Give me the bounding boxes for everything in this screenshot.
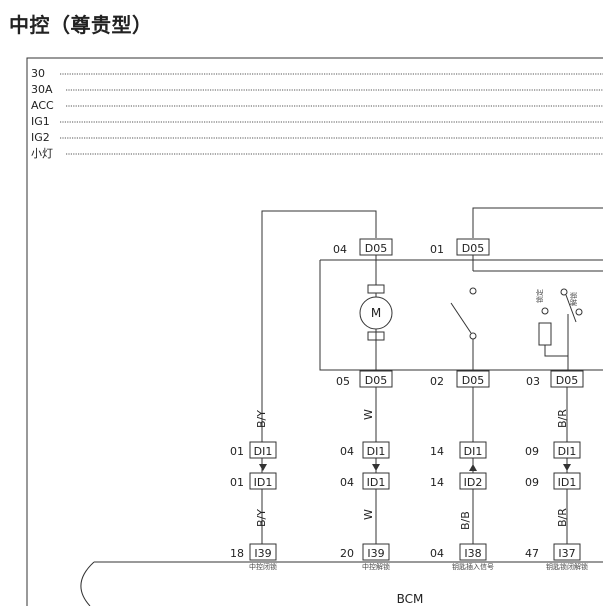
pin-number: 02 — [430, 375, 444, 388]
bcm-connector-c2: 20 I39 中控解锁 — [340, 543, 390, 571]
signal-label: 中控解锁 — [362, 562, 390, 571]
signal-label: 中控闭锁 — [249, 562, 277, 571]
bcm-connector-c1: 18 I39 中控闭锁 — [230, 543, 277, 571]
pin-number: 01 — [230, 445, 244, 458]
pin-number: 04 — [340, 476, 354, 489]
rail-label-30: 30 — [31, 67, 45, 80]
motor-symbol — [359, 255, 393, 371]
connector-id: I38 — [464, 547, 481, 560]
bcm-connector-c3: 04 I38 钥匙插入信号 — [430, 543, 494, 571]
pin-number: 20 — [340, 547, 354, 560]
inline-connector-c1: 01 DI1 01 ID1 — [230, 441, 277, 490]
top-connector-c2: 04 D05 — [333, 238, 393, 256]
inline-connector-c2: 04 DI1 04 ID1 — [340, 441, 390, 490]
wire-color-c1-lower: B/Y — [255, 509, 268, 527]
connector-id: D05 — [556, 374, 578, 387]
bottom-connector-c4: 03 D05 — [526, 370, 584, 388]
bottom-connector-c2: 05 D05 — [336, 370, 393, 388]
connector-id: I39 — [367, 547, 384, 560]
page-title: 中控（尊贵型） — [9, 13, 153, 37]
switch-label-unlock: 解锁 — [569, 292, 578, 306]
motor-label: M — [371, 306, 381, 320]
connector-id: D05 — [462, 242, 484, 255]
key-switch — [450, 255, 603, 371]
pin-number: 04 — [430, 547, 444, 560]
rail-label-ig2: IG2 — [31, 131, 50, 144]
connector-id: I39 — [254, 547, 271, 560]
connector-id: ID1 — [254, 476, 273, 489]
rail-label-ig1: IG1 — [31, 115, 50, 128]
bcm-label: BCM — [397, 592, 424, 606]
diagram-frame — [26, 57, 603, 606]
connector-id: I37 — [558, 547, 575, 560]
inline-connector-c4: 09 DI1 09 ID1 — [525, 441, 581, 490]
wire-color-c2-lower: W — [362, 509, 375, 520]
wire-color-c1-upper: B/Y — [255, 410, 268, 428]
rail-label-lamp: 小灯 — [31, 147, 53, 160]
pin-number: 03 — [526, 375, 540, 388]
pin-number: 01 — [230, 476, 244, 489]
pin-number: 01 — [430, 243, 444, 256]
connector-id: ID2 — [464, 476, 483, 489]
connector-id: D05 — [365, 374, 387, 387]
pin-number: 04 — [340, 445, 354, 458]
feed-wires — [261, 207, 603, 544]
connector-id: D05 — [365, 242, 387, 255]
power-rails: 30 30A ACC IG1 IG2 小灯 — [31, 67, 603, 160]
bottom-connector-c3: 02 D05 — [430, 370, 490, 388]
connector-id: DI1 — [367, 445, 386, 458]
rail-label-30a: 30A — [31, 83, 53, 96]
wire-color-c4-upper: B/R — [556, 409, 569, 428]
pin-number: 05 — [336, 375, 350, 388]
actuator-box — [319, 259, 603, 371]
pin-number: 47 — [525, 547, 539, 560]
pin-number: 09 — [525, 445, 539, 458]
pin-number: 14 — [430, 476, 444, 489]
top-connector-c3: 01 D05 — [430, 238, 490, 256]
pin-number: 14 — [430, 445, 444, 458]
switch-label-lock: 锁定 — [535, 289, 544, 303]
bcm-module-outline — [80, 561, 603, 606]
wire-color-c3-lower: B/B — [459, 511, 472, 530]
connector-id: ID1 — [367, 476, 386, 489]
bcm-connector-c4: 47 I37 钥匙锁闭解锁 — [525, 543, 588, 571]
rail-label-acc: ACC — [31, 99, 54, 112]
signal-label: 钥匙锁闭解锁 — [546, 562, 588, 571]
wire-color-c4-lower: B/R — [556, 508, 569, 527]
pin-number: 04 — [333, 243, 347, 256]
pin-number: 09 — [525, 476, 539, 489]
connector-id: ID1 — [558, 476, 577, 489]
connector-id: DI1 — [558, 445, 577, 458]
pin-number: 18 — [230, 547, 244, 560]
connector-id: DI1 — [464, 445, 483, 458]
connector-id: D05 — [462, 374, 484, 387]
signal-label: 钥匙插入信号 — [452, 562, 494, 571]
wire-color-c2-upper: W — [362, 409, 375, 420]
connector-id: DI1 — [254, 445, 273, 458]
inline-connector-c3: 14 DI1 14 ID2 — [430, 441, 487, 490]
lock-unlock-switch — [538, 288, 583, 371]
